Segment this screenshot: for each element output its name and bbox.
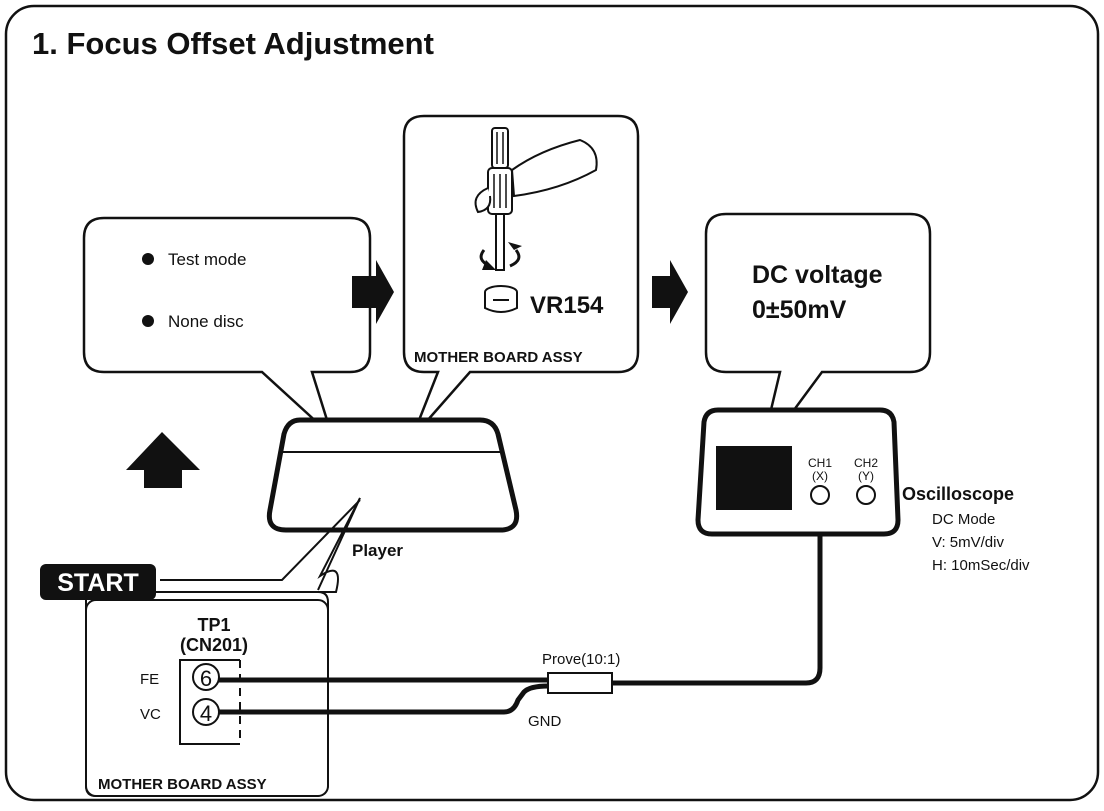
pin-signal: FE xyxy=(140,671,159,688)
screwdriver-icon xyxy=(474,127,598,271)
right-arrow-icon xyxy=(652,260,688,324)
measurement-balloon: DC voltage 0±50mV xyxy=(704,212,932,457)
test-point-name: TP1 xyxy=(197,615,230,635)
oscilloscope-name: Oscilloscope xyxy=(902,484,1014,504)
ground-cable xyxy=(219,683,549,715)
control-name: VR154 xyxy=(530,292,604,319)
diagram-title: 1. Focus Offset Adjustment xyxy=(32,26,434,61)
ground-label: GND xyxy=(528,713,562,730)
player-device xyxy=(266,417,520,533)
player-label: Player xyxy=(352,541,403,560)
ch2-jack xyxy=(856,485,876,505)
board-label: MOTHER BOARD ASSY xyxy=(414,349,583,366)
oscilloscope-setting: H: 10mSec/div xyxy=(932,557,1030,574)
probe-body xyxy=(547,672,613,694)
conditions-balloon: Test mode None disc xyxy=(82,216,372,441)
ch2-label: CH2 xyxy=(854,456,878,470)
adjuster-balloon: VR154 MOTHER BOARD ASSY xyxy=(402,114,640,439)
test-point-board: MOTHER BOARD ASSY xyxy=(98,776,267,793)
probe-label: Prove(10:1) xyxy=(542,651,620,668)
ch2-axis: (Y) xyxy=(858,469,874,483)
right-arrow-icon xyxy=(352,260,394,324)
condition-item: None disc xyxy=(168,312,244,331)
ch1-axis: (X) xyxy=(812,469,828,483)
ch1-jack xyxy=(810,485,830,505)
pin-number: 4 xyxy=(200,701,212,726)
oscilloscope-device xyxy=(695,407,901,537)
ch1-label: CH1 xyxy=(808,456,832,470)
condition-item: Test mode xyxy=(168,250,246,269)
oscilloscope-setting: V: 5mV/div xyxy=(932,534,1004,551)
scope-cable xyxy=(612,500,823,686)
measurement-line1: DC voltage xyxy=(752,261,883,289)
pin-marker xyxy=(192,663,220,691)
connector-block xyxy=(179,659,240,745)
pin-number: 6 xyxy=(200,666,212,691)
test-point-connector: (CN201) xyxy=(180,635,248,655)
bullet-icon xyxy=(142,253,154,265)
bullet-icon xyxy=(142,315,154,327)
start-badge: START xyxy=(40,564,156,600)
diagram-frame xyxy=(4,4,1100,802)
trimmer-pot-icon xyxy=(484,285,518,313)
pin-signal: VC xyxy=(140,706,161,723)
scope-screen xyxy=(716,446,792,510)
up-arrow-icon xyxy=(126,432,200,488)
svg-text:START: START xyxy=(57,569,138,597)
rotate-arrow-icon xyxy=(479,242,522,270)
oscilloscope-setting: DC Mode xyxy=(932,511,995,528)
test-point-balloon xyxy=(85,497,361,797)
measurement-line2: 0±50mV xyxy=(752,296,847,324)
